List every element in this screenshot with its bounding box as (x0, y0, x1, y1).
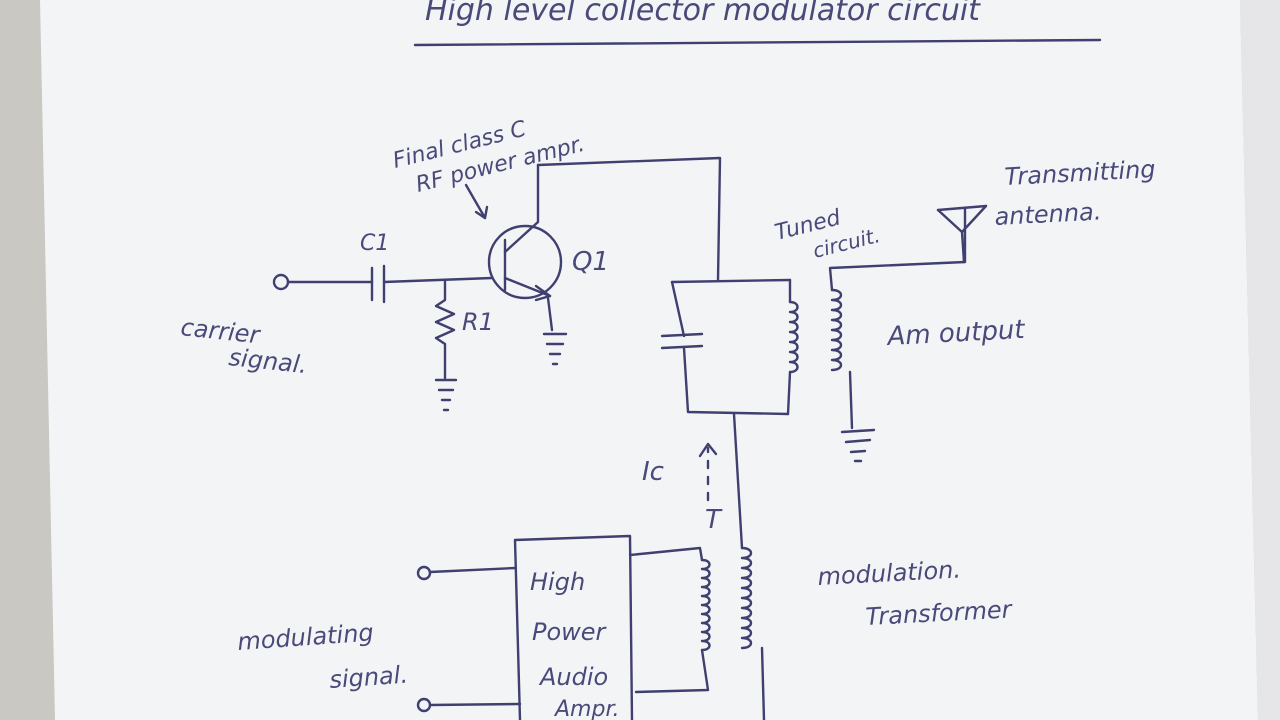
modulating-wire-bottom (428, 702, 522, 707)
r1-label: R1 (462, 308, 494, 336)
transistor-q1 (487, 163, 563, 332)
antenna-label-line2: antenna. (994, 197, 1102, 231)
c1-label: C1 (360, 231, 389, 256)
antenna-symbol (936, 204, 988, 264)
tank-circuit (660, 278, 799, 416)
ic-label: Ic (642, 457, 664, 487)
am-output-label: Am output (885, 315, 1026, 352)
resistor-r1 (434, 278, 456, 380)
paper-edge (1240, 0, 1280, 720)
modulating-label-line2: signal. (328, 661, 408, 694)
ground-symbol-output (840, 428, 876, 463)
modulation-transformer-primary (628, 546, 711, 694)
q1-label: Q1 (572, 247, 609, 277)
collector-wire (536, 156, 722, 282)
output-coil (828, 206, 967, 430)
base-wire (382, 276, 494, 284)
amp-label-line2: Power (532, 618, 608, 646)
note-arrow (464, 183, 487, 220)
ic-arrowhead (698, 442, 718, 458)
t-label: T (705, 505, 723, 535)
ground-symbol-emitter (542, 332, 568, 366)
page-title: High level collector modulator circuit (425, 0, 981, 28)
paper-sheet (40, 0, 1258, 720)
note-arrowhead (474, 205, 489, 220)
ground-symbol-r1 (434, 378, 458, 412)
modulation-transformer-secondary (740, 546, 766, 720)
title-underline (413, 38, 1102, 47)
audio-amp-box (513, 534, 634, 720)
amp-label-line4: Ampr. (553, 697, 619, 720)
supply-wire (732, 412, 744, 550)
amp-label-line3: Audio (538, 663, 608, 691)
capacitor-c1 (370, 264, 386, 304)
modulating-wire-top (428, 566, 517, 574)
amp-label-line1: High (530, 568, 585, 596)
